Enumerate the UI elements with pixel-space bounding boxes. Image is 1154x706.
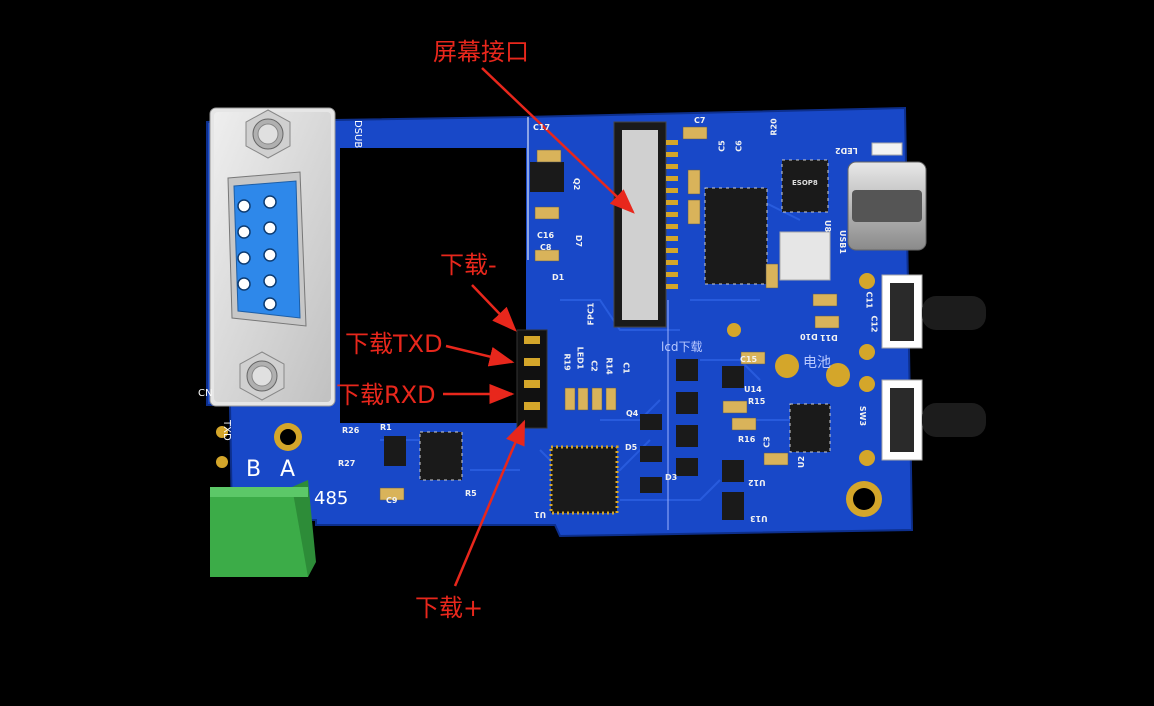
arrow-download-plus	[453, 419, 526, 587]
refdes-label: U12	[748, 478, 766, 487]
refdes-label: R16	[738, 435, 756, 444]
refdes-label: C2	[589, 360, 599, 372]
silk-label-a: A	[280, 457, 296, 482]
refdes-label: D3	[665, 473, 678, 482]
push-button-icon	[881, 379, 986, 461]
silk-label-cn: CN	[198, 388, 213, 399]
callout-download-txd: 下载TXD	[345, 330, 443, 358]
refdes-label: D5	[625, 443, 638, 452]
refdes-label: C1	[621, 362, 631, 374]
silk-label-battery: 电池	[803, 355, 831, 371]
refdes-label: U14	[744, 385, 762, 394]
refdes-label: C17	[533, 123, 551, 132]
mcu-chip-icon	[549, 445, 619, 515]
refdes-label: USB1	[837, 230, 847, 254]
refdes-label: R1	[380, 423, 392, 432]
inductor	[779, 231, 831, 281]
refdes-label: Q4	[626, 409, 639, 418]
silk-label-lcd-download: lcd下载	[661, 340, 703, 354]
ic-u2	[789, 403, 831, 453]
terminal-block-icon	[210, 480, 316, 577]
fpc-connector-icon	[613, 121, 678, 328]
silk-label-485: 485	[314, 488, 349, 509]
refdes-label: U13	[750, 514, 768, 523]
db9-connector-icon	[209, 107, 336, 407]
refdes-label: C3	[762, 436, 772, 448]
refdes-label: LED2	[835, 146, 858, 155]
callout-download-plus: 下载+	[415, 594, 484, 622]
refdes-label: FPC1	[586, 302, 596, 326]
refdes-label: ESOP8	[792, 179, 818, 187]
refdes-label: C6	[734, 140, 744, 152]
refdes-label: R27	[338, 459, 356, 468]
refdes-label: D10	[800, 332, 818, 341]
silk-label-txd: TXD	[221, 420, 232, 441]
refdes-label: C12	[869, 315, 879, 333]
refdes-label: C7	[694, 116, 706, 125]
callout-screen-port: 屏幕接口	[433, 38, 529, 66]
refdes-label: U2	[797, 455, 807, 469]
refdes-label: D1	[552, 273, 565, 282]
refdes-label: R5	[465, 489, 477, 498]
arrow-screen-port	[481, 67, 635, 214]
refdes-label: SW3	[858, 405, 868, 427]
refdes-label: C16	[537, 231, 555, 240]
arrow-download-minus	[471, 284, 517, 332]
ic-u8	[704, 187, 768, 285]
refdes-label: U1	[534, 510, 547, 519]
smd-components	[379, 126, 840, 501]
ic-regulator	[530, 162, 564, 192]
refdes-label: C8	[540, 243, 552, 252]
refdes-label: R19	[562, 353, 572, 371]
refdes-label: Q2	[572, 177, 582, 191]
callout-arrows	[443, 67, 635, 587]
refdes-label: C9	[386, 496, 398, 505]
refdes-label: R15	[748, 397, 766, 406]
refdes-label: C5	[717, 140, 727, 152]
refdes-label: R14	[604, 357, 614, 375]
ic-esop8	[781, 159, 829, 213]
board-cutout	[340, 148, 526, 423]
silk-label-dsub: DSUB	[352, 120, 363, 149]
refdes-label: LED1	[575, 346, 585, 370]
refdes-label: D11	[820, 333, 838, 342]
callout-download-minus: 下载-	[440, 251, 497, 279]
refdes-label: D7	[574, 234, 584, 248]
refdes-label: R20	[769, 118, 779, 136]
callout-download-rxd: 下载RXD	[336, 381, 436, 409]
refdes-label: U8	[823, 219, 833, 233]
arrow-download-txd	[445, 344, 515, 367]
usb-c-connector-icon	[847, 161, 927, 251]
silk-label-b: B	[246, 457, 262, 482]
ic-small	[419, 431, 463, 481]
led2	[871, 142, 903, 156]
refdes-label: C15	[740, 355, 758, 364]
refdes-label: C11	[864, 291, 874, 309]
refdes-label: R26	[342, 426, 360, 435]
push-button-icon	[881, 274, 986, 349]
pin-header-icon	[516, 329, 548, 429]
transistors	[384, 359, 744, 520]
